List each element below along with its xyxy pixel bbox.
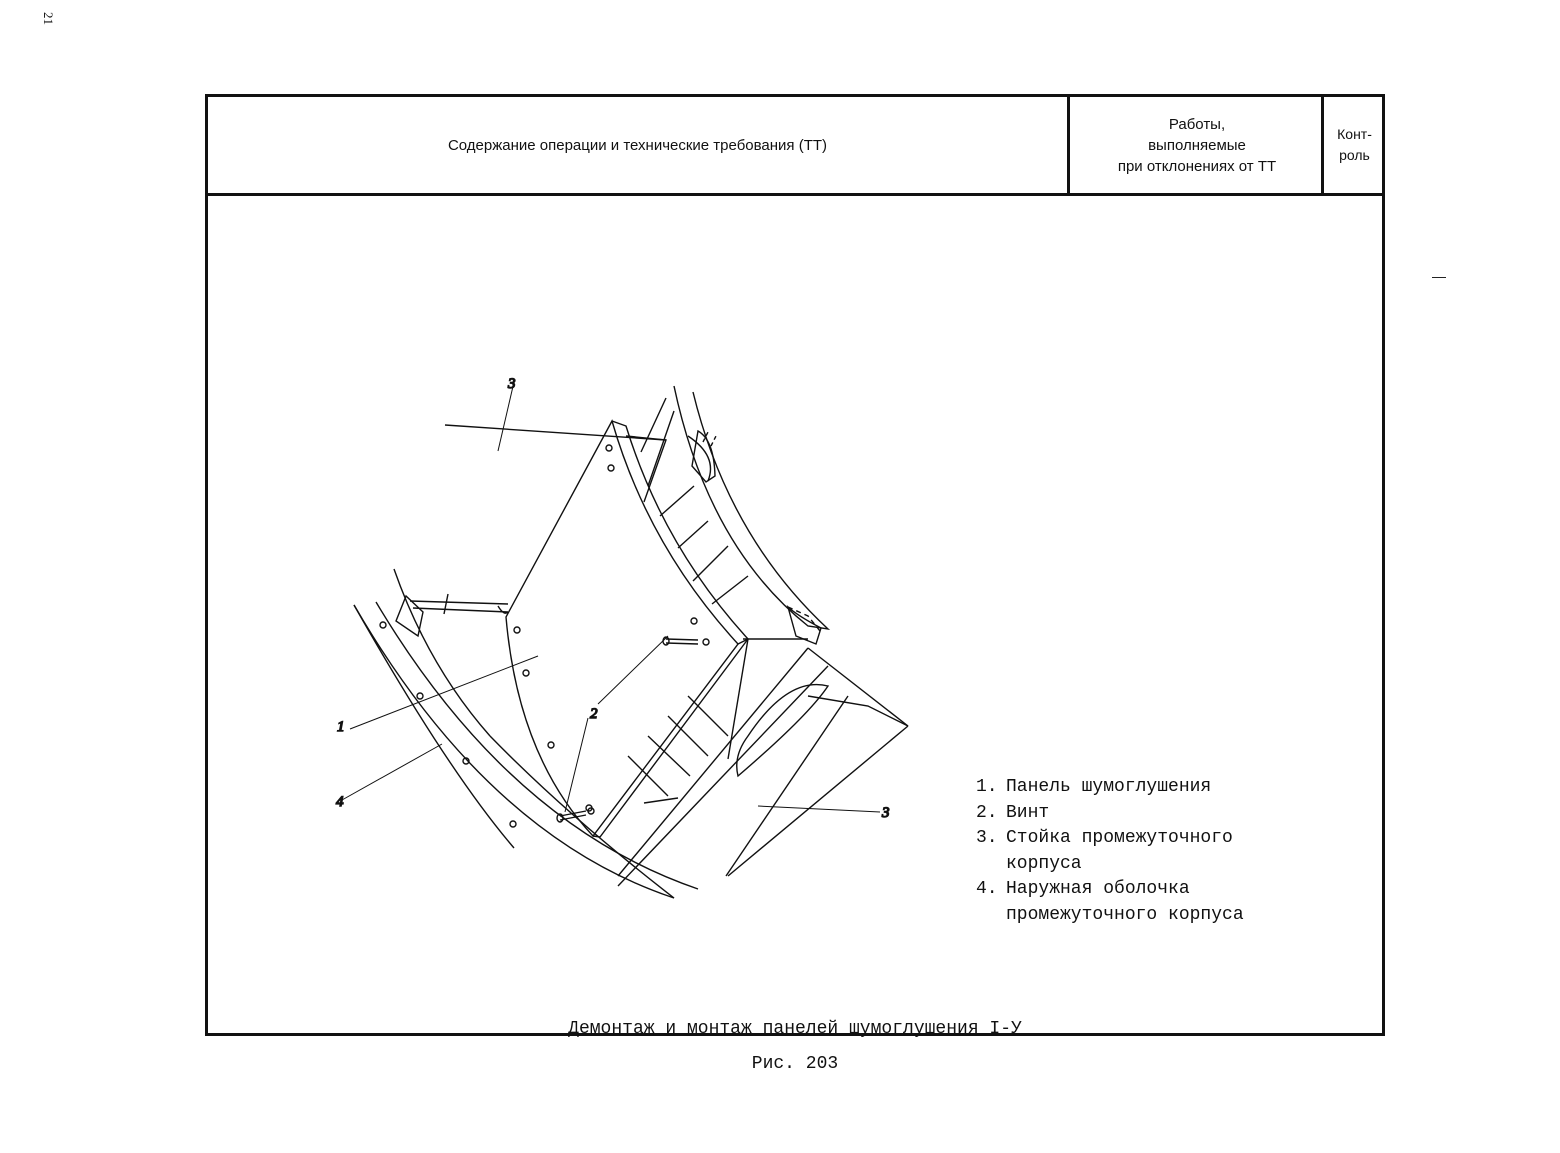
header-control-line: роль (1339, 147, 1370, 163)
header-control: Конт- роль (1321, 97, 1385, 193)
panel-hole (690, 617, 698, 625)
page-number: 21 (41, 12, 56, 25)
callout-2: 2 (590, 706, 598, 722)
legend-text: Панель шумоглушения (1006, 777, 1212, 797)
callout-4: 4 (336, 794, 344, 810)
outer-shell (353, 568, 699, 899)
shell-hole (416, 692, 424, 700)
form-frame: Содержание операции и технические требов… (205, 94, 1385, 1074)
header-deviation-line: выполняемые (1148, 136, 1246, 154)
technical-drawing: 3 1 4 2 3 (335, 375, 909, 899)
legend-text: Винт (1006, 802, 1050, 823)
panel-hole (522, 669, 530, 677)
callout-1: 1 (337, 719, 345, 735)
callout-3-bottom: 3 (881, 805, 890, 821)
shell-hole (379, 621, 387, 629)
legend-number: 4. (976, 879, 998, 899)
panel-hole (547, 741, 555, 749)
shell-hole (462, 757, 470, 765)
legend-number: 1. (976, 777, 998, 797)
upper-strut (444, 385, 831, 645)
legend-text: промежуточного корпуса (1006, 904, 1244, 925)
screw (662, 636, 710, 646)
legend-item: 3. Стойка промежуточного корпуса (976, 826, 1244, 877)
margin-mark (1432, 277, 1446, 278)
legend-number: 2. (976, 802, 998, 823)
header-operation-content: Содержание операции и технические требов… (208, 97, 1067, 193)
panel-hole (513, 626, 521, 634)
figure-caption: Демонтаж и монтаж панелей шумоглушения I… (568, 1019, 1022, 1039)
legend-text: Наружная оболочка (1006, 879, 1190, 899)
legend-item: 4. Наружная оболочка промежуточного корп… (976, 877, 1244, 928)
lower-strut (617, 638, 909, 887)
header-operation-label: Содержание операции и технические требов… (447, 136, 828, 154)
legend-item: 1. Панель шумоглушения (976, 775, 1244, 801)
silencing-panel (505, 419, 750, 838)
header-deviation-line: при отклонениях от ТТ (1117, 157, 1277, 175)
callout-3-top: 3 (507, 376, 516, 392)
figure-number: Рис. 203 (751, 1054, 839, 1074)
leader-lines (341, 381, 881, 813)
upper-rod (395, 593, 509, 638)
header-control-line: Конт- (1337, 126, 1372, 142)
header-deviation-line: Работы, (1168, 115, 1226, 133)
panel-hole (605, 444, 613, 452)
parts-legend: 1. Панель шумоглушения 2. Винт 3. Стойка… (976, 775, 1244, 928)
shell-hole (509, 820, 517, 828)
legend-text: корпуса (1006, 853, 1082, 874)
table-header: Содержание операции и технические требов… (208, 97, 1382, 196)
content-area: 3 1 4 2 3 1. Панель шумоглушения 2. Винт… (208, 196, 1382, 1074)
panel-hole (607, 464, 615, 472)
screw (556, 807, 595, 823)
header-deviation-works: Работы, выполняемые при отклонениях от Т… (1067, 97, 1324, 193)
legend-item: 2. Винт (976, 801, 1244, 827)
legend-number: 3. (976, 828, 998, 848)
legend-text: Стойка промежуточного (1006, 828, 1233, 848)
